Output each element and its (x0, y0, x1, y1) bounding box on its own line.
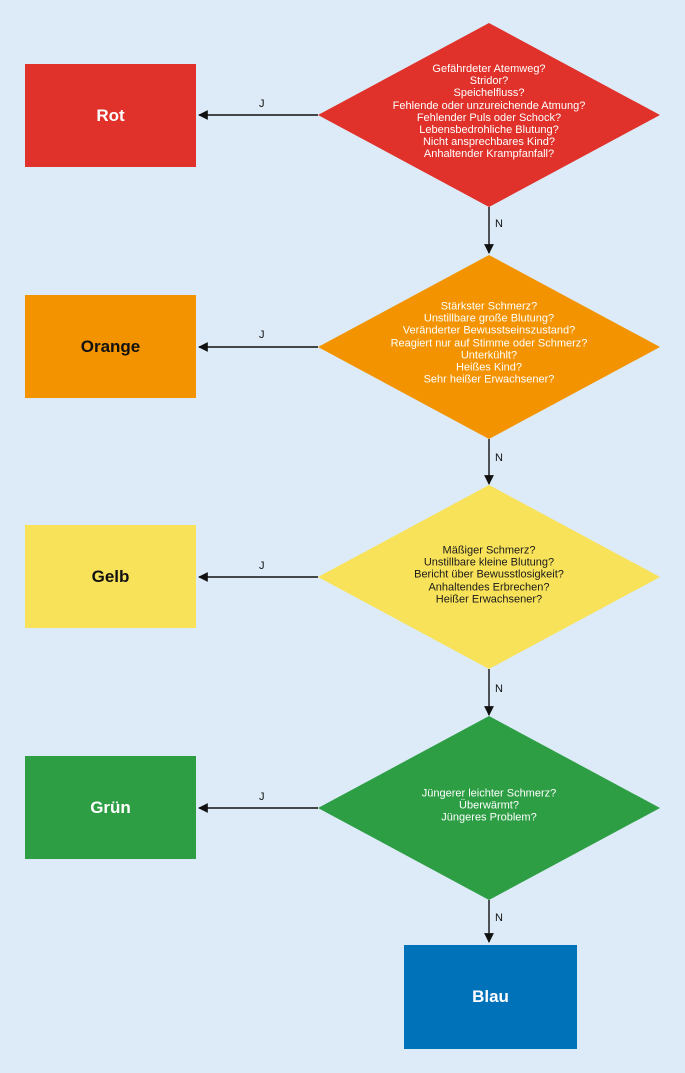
decision-questions-orange: Stärkster Schmerz?Unstillbare große Blut… (391, 300, 588, 385)
question-line: Veränderter Bewusstseinszustand? (402, 324, 576, 337)
question-line: Speichelfluss? (453, 87, 525, 100)
decision-diamond-gruen (318, 716, 660, 900)
decision-questions-rot: Gefährdeter Atemweg?Stridor?Speichelflus… (393, 63, 586, 161)
edge-label-no-gruen: N (495, 912, 503, 924)
question-line: Unstillbare große Blutung? (423, 312, 555, 325)
question-line: Lebensbedrohliche Blutung? (419, 124, 559, 137)
edge-label-yes-gelb: J (259, 560, 265, 572)
question-line: Reagiert nur auf Stimme oder Schmerz? (390, 336, 588, 349)
result-label-rot: Rot (96, 105, 125, 125)
result-box-gelb: Gelb (25, 525, 196, 628)
decision-diamond-gelb (318, 485, 660, 669)
edge-label-no-orange: N (495, 452, 503, 464)
decision-diamond-orange (318, 255, 660, 439)
edge-label-yes-orange: J (259, 329, 265, 341)
decision-questions-gruen: Jüngerer leichter Schmerz?Überwärmt?Jüng… (422, 788, 557, 825)
question-line: Jüngerer leichter Schmerz? (421, 787, 557, 800)
question-line: Fehlende oder unzureichende Atmung? (392, 99, 586, 112)
edge-label-no-gelb: N (495, 683, 503, 695)
edge-label-yes-rot: J (259, 98, 265, 110)
question-line: Nicht ansprechbares Kind? (422, 136, 556, 149)
result-label-gruen: Grün (90, 797, 131, 817)
question-line: Mäßiger Schmerz? (442, 544, 536, 557)
result-box-gruen: Grün (25, 756, 196, 859)
question-line: Heißes Kind? (455, 361, 523, 374)
question-line: Anhaltender Krampfanfall? (423, 148, 555, 161)
question-line: Überwärmt? (459, 799, 519, 812)
result-label-gelb: Gelb (91, 566, 130, 586)
question-line: Fehlender Puls oder Schock? (416, 112, 562, 124)
question-line: Stridor? (469, 75, 509, 88)
edge-label-yes-gruen: J (259, 791, 265, 803)
result-label-orange: Orange (80, 336, 141, 356)
result-label-blau: Blau (472, 987, 509, 1006)
question-line: Stärkster Schmerz? (440, 300, 538, 313)
result-box-orange: Orange (25, 295, 196, 398)
question-line: Unterkühlt? (460, 349, 518, 362)
edge-label-no-rot: N (495, 218, 503, 230)
decision-diamond-rot (318, 23, 660, 207)
question-line: Heißer Erwachsener? (435, 593, 543, 606)
question-line: Sehr heißer Erwachsener? (423, 373, 555, 386)
question-line: Unstillbare kleine Blutung? (423, 556, 555, 569)
question-line: Anhaltendes Erbrechen? (428, 581, 550, 594)
question-line: Bericht über Bewusstlosigkeit? (414, 568, 564, 581)
result-box-blau: Blau (404, 945, 577, 1049)
question-line: Gefährdeter Atemweg? (432, 63, 546, 76)
decision-questions-gelb: Mäßiger Schmerz?Unstillbare kleine Blutu… (414, 544, 564, 605)
result-box-rot: Rot (25, 64, 196, 167)
question-line: Jüngeres Problem? (441, 812, 537, 825)
